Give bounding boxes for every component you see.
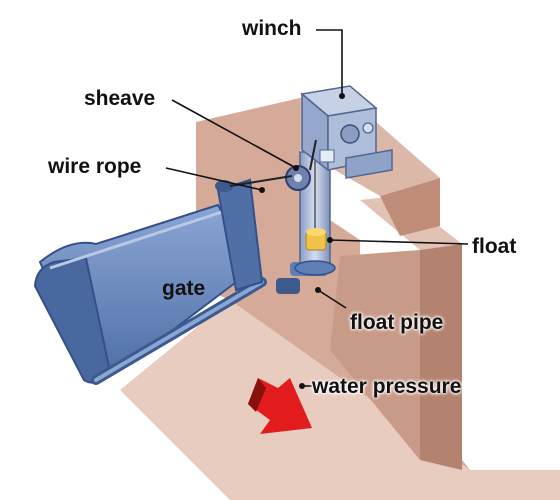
float-leader [329,239,469,245]
concrete-floor [120,300,560,500]
winch-leader [316,29,343,96]
float-pipe-label: float pipe [350,311,444,334]
float-label: float [472,235,517,258]
leader-dots [259,93,345,389]
concrete-side-upper [380,178,440,236]
winch-label: winch [242,17,302,40]
sheave-label: sheave [84,87,156,110]
winch [300,85,393,179]
concrete-wall-front [330,250,420,460]
float-pipe-leader [317,289,347,309]
water-pressure-arrow-shade [248,378,266,412]
gate-label: gate [162,277,206,300]
wire-rope-leader [165,167,263,191]
concrete-side-face [420,244,462,470]
leader-lines [165,29,469,387]
wire-rope-label: wire rope [48,155,142,178]
sheave-leader [171,99,297,169]
water-pressure-label: water pressure [312,375,462,398]
gate-leaf [33,178,267,385]
sheave [285,165,311,191]
